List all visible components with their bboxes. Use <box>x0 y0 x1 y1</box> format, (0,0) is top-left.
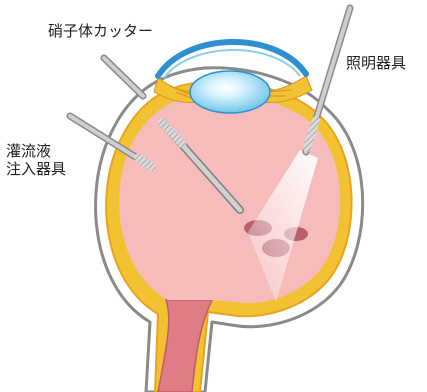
crystalline-lens <box>190 71 270 113</box>
infusion-label: 灌流液 注入器具 <box>6 142 66 178</box>
infusion-label-line2: 注入器具 <box>6 160 66 178</box>
infusion-label-line1: 灌流液 <box>6 142 66 160</box>
vitreous-cutter-label: 硝子体カッター <box>48 22 153 40</box>
illumination-label: 照明器具 <box>346 54 406 72</box>
